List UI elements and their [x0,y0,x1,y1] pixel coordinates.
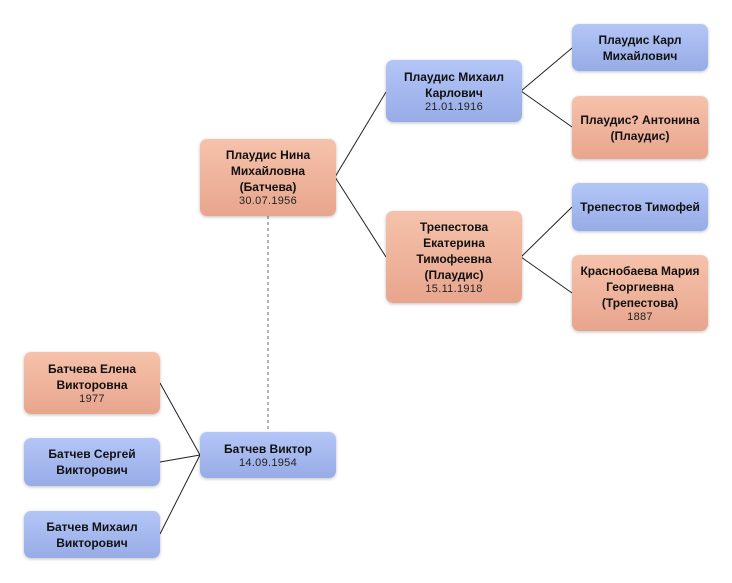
link-viktor-sergey [159,454,201,463]
person-date: 30.07.1956 [238,195,298,207]
person-name: Плаудис Михаил Карлович [403,69,505,100]
person-name: Трепестова Екатерина Тимофеевна (Плаудис… [416,219,492,282]
person-card-mikhail-karlovich[interactable]: Плаудис Михаил Карлович 21.01.1916 [386,60,522,122]
person-card-nina[interactable]: Плаудис Нина Михайловна (Батчева) 30.07.… [200,139,336,216]
person-card-viktor[interactable]: Батчев Виктор 14.09.1954 [200,432,336,478]
link-viktor-mikhail [159,454,201,535]
person-name: Краснобаева Мария Георгиевна (Трепестова… [580,263,700,310]
person-name: Плаудис? Антонина (Плаудис) [580,112,700,143]
person-card-ekaterina[interactable]: Трепестова Екатерина Тимофеевна (Плаудис… [386,211,522,303]
person-date: 21.01.1916 [424,100,484,113]
person-name: Батчев Сергей Викторович [48,447,136,477]
person-name: Батчев Виктор [224,441,312,456]
person-card-karl[interactable]: Плаудис Карл Михайлович [572,24,708,71]
person-card-maria[interactable]: Краснобаева Мария Георгиевна (Трепестова… [572,255,708,331]
link-ekaterina-timofey [520,206,573,258]
person-card-timofey[interactable]: Трепестов Тимофей [572,183,708,231]
link-nina-mikhail [334,91,387,178]
link-mikhail-karl [520,47,573,92]
link-viktor-elena [159,382,201,456]
person-card-mikhail-viktorovich[interactable]: Батчев Михаил Викторович [24,511,160,558]
person-name: Плаудис Нина Михайловна (Батчева) [225,148,311,194]
person-name: Батчева Елена Викторовна [47,361,137,392]
person-name: Плаудис Карл Михайлович [598,32,682,63]
link-nina-ekaterina [334,176,387,258]
link-ekaterina-maria [520,256,573,294]
person-card-antonina[interactable]: Плаудис? Антонина (Плаудис) [572,96,708,159]
person-name: Трепестов Тимофей [580,200,700,214]
person-date: 1887 [627,310,653,323]
link-mikhail-antonina [520,90,573,128]
person-date: 15.11.1918 [425,282,483,295]
person-date: 1977 [79,392,105,405]
person-date: 14.09.1954 [238,456,298,469]
person-card-sergey[interactable]: Батчев Сергей Викторович [24,438,160,486]
person-card-elena[interactable]: Батчева Елена Викторовна 1977 [24,352,160,414]
person-name: Батчев Михаил Викторович [46,519,138,550]
